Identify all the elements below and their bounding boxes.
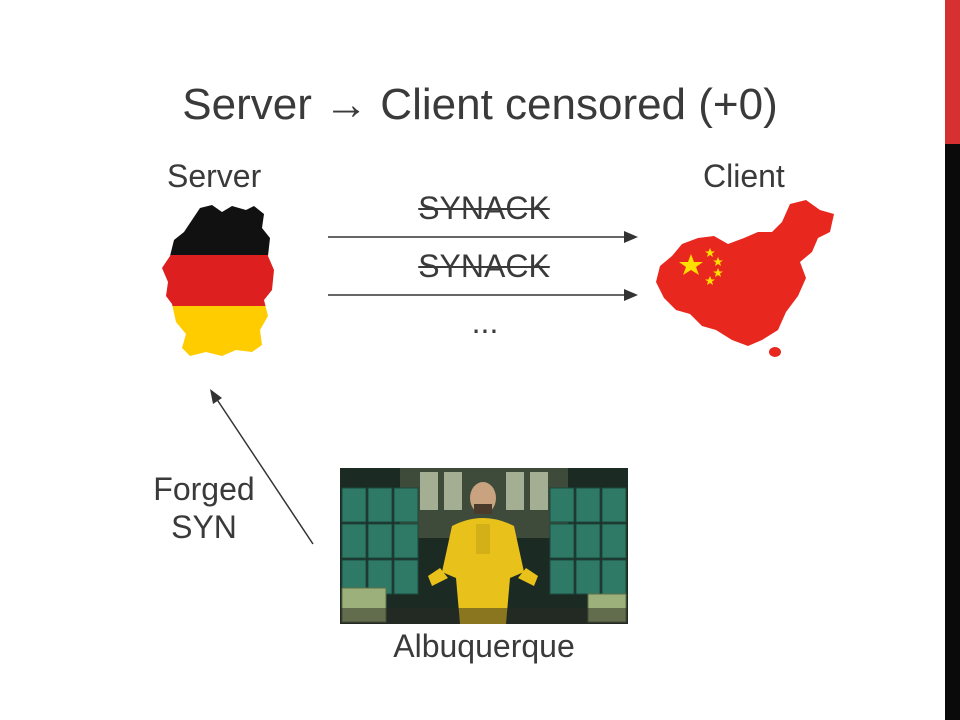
forged-line-1: Forged xyxy=(153,471,255,507)
arrow-right-icon xyxy=(328,231,638,243)
forged-line-2: SYN xyxy=(171,509,237,545)
synack-packet-2: SYNACK xyxy=(418,248,550,284)
slide-title: Server → Client censored (+0) xyxy=(182,80,778,129)
china-map-icon xyxy=(656,200,834,357)
client-label: Client xyxy=(703,158,785,194)
sidebar-black xyxy=(945,0,960,720)
continuation-ellipsis: ... xyxy=(471,304,499,340)
arrow-right-icon xyxy=(328,289,638,301)
albuquerque-photo xyxy=(340,468,628,624)
server-label: Server xyxy=(167,158,262,194)
forged-syn-label: Forged SYN xyxy=(148,470,260,546)
arrow-diagonal-icon xyxy=(210,389,314,545)
synack-packet-1: SYNACK xyxy=(418,190,550,226)
city-label: Albuquerque xyxy=(393,628,575,664)
germany-map-icon xyxy=(162,205,274,356)
sidebar-red-accent xyxy=(945,0,960,144)
